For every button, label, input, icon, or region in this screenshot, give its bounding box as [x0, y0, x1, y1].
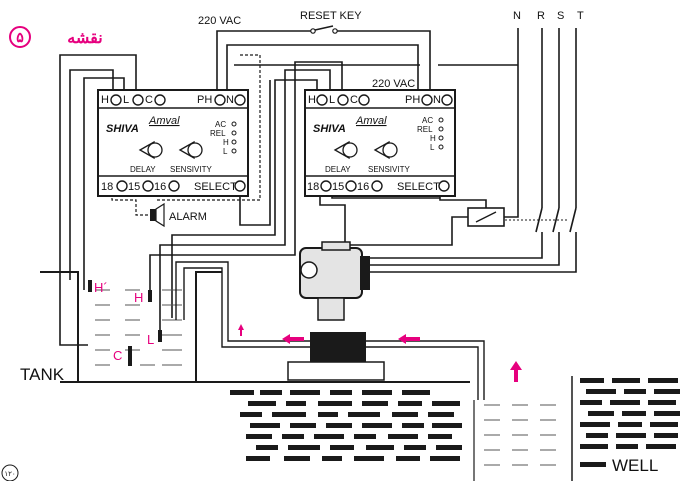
- tank-water-level-lines: [95, 289, 182, 366]
- relay-left-ind-ac: AC: [215, 120, 226, 129]
- probe-label-h-prime: H´: [94, 280, 108, 295]
- relay-right-brand-script: Amval: [355, 115, 387, 127]
- relay-right-sensitivity-knob[interactable]: [373, 140, 398, 160]
- phase-label-r: R: [537, 10, 545, 22]
- relay-right-select-label: SELECT: [397, 181, 440, 193]
- relay-left-term-c: C: [145, 94, 153, 106]
- relay-right-brand: SHIVA: [313, 123, 346, 135]
- relay-left-delay-label: DELAY: [130, 165, 156, 174]
- relay-right-ind-rel: REL: [417, 125, 433, 134]
- tank-label: TANK: [20, 365, 65, 384]
- power-wiring: [59, 25, 577, 346]
- relay-right: H L C PH N SHIVA Amval AC REL H L DELAY …: [304, 89, 456, 197]
- relay-left-ind-rel: REL: [210, 129, 226, 138]
- diagram-title: ۵ نقشه: [9, 26, 103, 48]
- pipes: [175, 261, 485, 400]
- title-number-badge: [9, 26, 31, 48]
- tank: H´ H L C TANK: [20, 271, 222, 384]
- alarm-buzzer: ALARM: [150, 202, 207, 228]
- relay-right-term-n: N: [433, 94, 441, 106]
- relay-right-term-l: L: [329, 94, 335, 106]
- relay-left-term-l: L: [123, 94, 129, 106]
- relay-right-ind-h: H: [430, 134, 436, 143]
- relay-right-delay-label: DELAY: [325, 165, 351, 174]
- relay-left-term-n: N: [226, 94, 234, 106]
- arrow-up-well-icon: [510, 361, 522, 382]
- relay-right-sensitivity-label: SENSIVITY: [368, 165, 410, 174]
- phase-label-s: S: [557, 10, 564, 22]
- alarm-label: ALARM: [169, 211, 207, 223]
- probe-label-l: L: [147, 332, 154, 347]
- relay-left-term-h: H: [101, 94, 109, 106]
- probe-c: [128, 346, 132, 366]
- pump-body: [310, 332, 366, 362]
- relay-right-term-c: C: [350, 94, 358, 106]
- reset-key-label: RESET KEY: [300, 10, 362, 22]
- well-label: WELL: [612, 456, 658, 475]
- relay-left-select-switch[interactable]: [234, 180, 246, 192]
- page-mark: ۱۲۰: [1, 464, 19, 481]
- relay-right-ind-l: L: [430, 143, 435, 152]
- supply-220vac-top: 220 VAC: [198, 15, 241, 27]
- flow-arrows: [238, 324, 522, 382]
- relay-right-term-h: H: [308, 94, 316, 106]
- relay-left-brand: SHIVA: [106, 123, 139, 135]
- probe-label-c: C: [113, 348, 122, 363]
- title-number: ۵: [16, 29, 24, 45]
- relay-right-term-ph: PH: [405, 94, 420, 106]
- relay-left-term-16: 16: [154, 181, 166, 193]
- relay-right-term-15: 15: [332, 181, 344, 193]
- well: WELL: [473, 376, 680, 481]
- page-mark-text: ۱۲۰: [4, 471, 15, 478]
- title-text: نقشه: [67, 30, 102, 47]
- relay-left-ind-h: H: [223, 138, 229, 147]
- relay-left: H L C PH N SHIVA Amval AC REL H L DELAY …: [97, 89, 249, 197]
- ground: [60, 381, 470, 461]
- pump: [287, 241, 385, 381]
- probe-h: [148, 290, 152, 302]
- arrow-up-tank-icon: [238, 324, 244, 336]
- relay-left-delay-knob[interactable]: [138, 140, 163, 160]
- relay-right-term-18: 18: [307, 181, 319, 193]
- relay-left-term-15: 15: [128, 181, 140, 193]
- phase-label-n: N: [513, 10, 521, 22]
- relay-left-sensitivity-knob[interactable]: [178, 140, 203, 160]
- relay-left-select-label: SELECT: [194, 181, 237, 193]
- phase-label-t: T: [577, 10, 584, 22]
- relay-right-term-16: 16: [357, 181, 369, 193]
- relay-right-delay-knob[interactable]: [333, 140, 358, 160]
- relay-left-sensitivity-label: SENSIVITY: [170, 165, 212, 174]
- probe-label-h: H: [134, 290, 143, 305]
- relay-left-term-ph: PH: [197, 94, 212, 106]
- arrow-left-inflow-icon: [398, 334, 420, 344]
- probe-l: [158, 330, 162, 342]
- relay-right-select-switch[interactable]: [438, 180, 450, 192]
- relay-right-ind-ac: AC: [422, 116, 433, 125]
- relay-left-term-18: 18: [101, 181, 113, 193]
- probe-h-prime: [88, 280, 92, 292]
- arrow-left-outflow-icon: [282, 334, 304, 344]
- relay-left-ind-l: L: [223, 147, 228, 156]
- supply-220vac-right: 220 VAC: [372, 78, 415, 90]
- relay-left-brand-script: Amval: [148, 115, 180, 127]
